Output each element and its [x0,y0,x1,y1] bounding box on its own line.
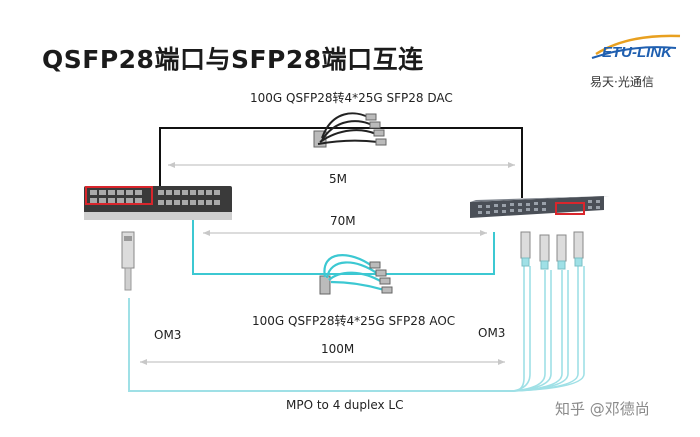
fiber-label: MPO to 4 duplex LC [286,398,404,412]
aoc-label: 100G QSFP28转4*25G SFP28 AOC [252,314,456,328]
dac-distance-label: 5M [329,172,347,186]
dac-cable-image [313,112,387,148]
fiber-cable-line [128,298,513,392]
right-switch [470,196,610,218]
left-qsfp28-port-highlight [85,186,153,205]
sfp28-module [573,231,584,267]
brand-logo: ETU-LINK [588,26,683,70]
brand-logo-text: ETU-LINK [602,44,673,61]
sfp28-module [556,234,567,270]
watermark: 知乎 @邓德尚 [555,400,650,418]
fiber-distance-label: 100M [321,342,355,356]
fiber-left-type-label: OM3 [154,328,182,342]
left-qsfp28-module [121,231,135,291]
aoc-cable-image [319,254,393,295]
left-switch [84,186,232,220]
page-title: QSFP28端口与SFP28端口互连 [42,45,424,74]
aoc-cable-line [192,220,495,275]
aoc-distance-label: 70M [330,214,356,228]
sfp28-module [520,231,531,267]
right-sfp28-port-highlight [555,202,585,215]
right-sfp28-modules [520,231,584,270]
dac-cable-line [159,127,523,198]
sfp28-module [539,234,550,270]
fiber-right-type-label: OM3 [478,326,506,340]
dac-label: 100G QSFP28转4*25G SFP28 DAC [250,91,453,105]
brand-tagline: 易天·光通信 [590,75,654,89]
